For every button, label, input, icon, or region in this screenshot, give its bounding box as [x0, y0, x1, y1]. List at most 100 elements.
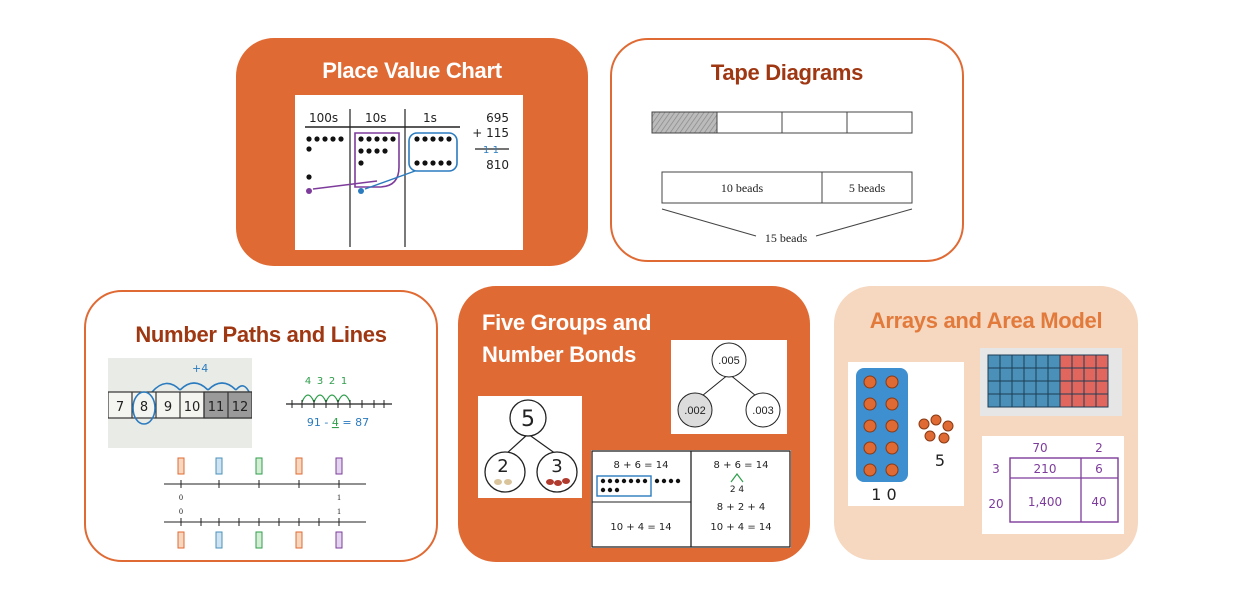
area-cell-6: 6	[1095, 462, 1103, 476]
equation-left-bottom: 10 + 4 = 14	[610, 522, 671, 533]
grid-array-image	[980, 348, 1122, 416]
equation-right-top: 8 + 6 = 14	[714, 460, 769, 471]
bond-whole: 5	[521, 407, 535, 432]
path-cell-12: 12	[232, 400, 249, 415]
array-cell	[999, 367, 1013, 382]
tape-diagram-image: 10 beads 5 beads 15 beads	[651, 111, 913, 245]
count-1: 1	[341, 376, 347, 387]
card-title: Place Value Chart	[322, 58, 502, 83]
header-10s: 10s	[365, 111, 387, 125]
array-cell	[1083, 380, 1097, 395]
tens-dots	[358, 136, 396, 166]
path-cell-11: 11	[208, 400, 225, 415]
array-cell	[999, 354, 1013, 369]
card-title: Arrays and Area Model	[869, 308, 1103, 333]
decimal-part-a: .002	[684, 405, 705, 417]
number-bond-image: 5 2 3	[478, 396, 582, 498]
array-cell	[1047, 354, 1061, 369]
card-title: Number Paths and Lines	[135, 322, 387, 347]
fraction-number-lines: 0 1 0 1	[164, 457, 366, 549]
addend-2: + 115	[472, 126, 509, 140]
equation-right-split: 2 4	[730, 485, 745, 495]
card-place-value-chart: Place Value Chart 100s 10s 1s	[236, 38, 588, 266]
line1-one: 1	[337, 493, 341, 502]
array-cell	[987, 354, 1001, 369]
path-cell-9: 9	[164, 400, 172, 415]
count-4: 4	[305, 376, 311, 387]
subtraction-number-line: 4 3 2 1 91 - 4 = 87	[286, 376, 392, 429]
tape-segment-b: 5 beads	[849, 181, 886, 195]
bond-part-b: 3	[551, 456, 562, 477]
array-cell	[1023, 367, 1037, 382]
carry-marks: 1 1	[483, 145, 499, 156]
carried-ten-dot	[358, 188, 364, 194]
bond-part-a: 2	[497, 456, 508, 477]
carried-hundred-dot	[306, 188, 312, 194]
array-cell	[1035, 380, 1049, 395]
array-cell	[1083, 393, 1097, 408]
line1-zero: 0	[179, 493, 183, 502]
addend-1: 695	[486, 111, 509, 125]
array-cell	[1023, 380, 1037, 395]
array-cell	[1071, 354, 1085, 369]
decimal-whole: .005	[718, 355, 739, 367]
array-cell	[1047, 367, 1061, 382]
path-cell-10: 10	[184, 400, 201, 415]
card-arrays-area-model: Arrays and Area Model 1 0 5 70 2	[834, 286, 1138, 560]
area-col-2: 2	[1095, 441, 1103, 455]
area-row-20: 20	[988, 497, 1003, 511]
count-3: 3	[317, 376, 323, 387]
array-cell	[1011, 367, 1025, 382]
area-cell-1400: 1,400	[1028, 495, 1062, 509]
counter-five-label: 5	[935, 451, 945, 470]
header-100s: 100s	[309, 111, 338, 125]
line2-one: 1	[337, 507, 341, 516]
decimal-part-b: .003	[752, 405, 773, 417]
count-2: 2	[329, 376, 335, 387]
egg-carton-counters-image: 1 0 5	[848, 362, 964, 506]
array-cell	[1023, 354, 1037, 369]
equation-right-mid: 8 + 2 + 4	[717, 502, 766, 513]
array-cell	[1071, 367, 1085, 382]
ones-dots	[414, 136, 452, 166]
subtraction-equation: 91 - 4 = 87	[307, 416, 369, 429]
array-cell	[1047, 393, 1061, 408]
tape-total: 15 beads	[765, 231, 808, 245]
array-cell	[1011, 354, 1025, 369]
array-cell	[987, 380, 1001, 395]
array-cell	[1059, 393, 1073, 408]
hundreds-dots	[306, 136, 344, 180]
area-cell-40: 40	[1091, 495, 1106, 509]
array-cell	[1071, 393, 1085, 408]
array-cell	[1083, 367, 1097, 382]
card-title-line2: Number Bonds	[482, 342, 637, 367]
equation-left-top: 8 + 6 = 14	[614, 460, 669, 471]
array-cell	[1095, 354, 1109, 369]
path-cell-7: 7	[116, 400, 124, 415]
array-cell	[1035, 393, 1049, 408]
card-tape-diagrams: Tape Diagrams 10 beads 5 beads 15 beads	[610, 38, 964, 262]
array-cell	[1059, 367, 1073, 382]
array-cell	[1095, 367, 1109, 382]
card-number-paths: Number Paths and Lines +4 7 8 9 10 11 12	[84, 290, 438, 562]
tape-segment-a: 10 beads	[721, 181, 764, 195]
place-value-chart-image: 100s 10s 1s 695 + 11	[295, 95, 523, 250]
array-cell	[999, 393, 1013, 408]
card-title-line1: Five Groups and	[482, 310, 652, 335]
card-title: Tape Diagrams	[710, 60, 864, 85]
path-cell-8: 8	[140, 400, 148, 415]
array-cell	[999, 380, 1013, 395]
array-cell	[1095, 380, 1109, 395]
array-cell	[1071, 380, 1085, 395]
array-cell	[987, 393, 1001, 408]
array-cell	[1011, 380, 1025, 395]
array-cell	[1035, 354, 1049, 369]
number-path-image: +4 7 8 9 10 11 12	[108, 358, 252, 448]
equation-right-bottom: 10 + 4 = 14	[710, 522, 771, 533]
area-cell-210: 210	[1034, 462, 1057, 476]
array-cell	[1035, 367, 1049, 382]
array-cell	[1047, 380, 1061, 395]
sum: 810	[486, 158, 509, 172]
card-five-groups: Five Groups and Number Bonds .005 .002 .…	[458, 286, 810, 562]
array-cell	[1059, 354, 1073, 369]
